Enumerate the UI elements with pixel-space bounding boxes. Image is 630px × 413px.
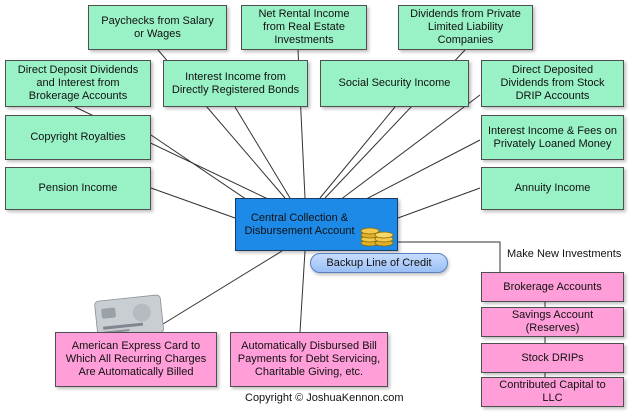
llc-dividends-node: Dividends from Private Limited Liability… xyxy=(398,5,533,50)
annuity-income-node: Annuity Income xyxy=(481,167,624,210)
llc-capital-label: Contributed Capital to LLC xyxy=(499,379,606,404)
stock-drips-node: Stock DRIPs xyxy=(481,343,624,373)
make-new-investments-label: Make New Investments xyxy=(507,248,622,260)
brokerage-accounts-node: Brokerage Accounts xyxy=(481,272,624,302)
stock-drips-label: Stock DRIPs xyxy=(521,351,584,364)
llc-dividends-label: Dividends from Private Limited Liability… xyxy=(410,8,521,46)
central-account-label: Central Collection & Disbursement Accoun… xyxy=(244,211,355,237)
brokerage-dividends-node: Direct Deposit Dividends and Interest fr… xyxy=(5,60,151,107)
pension-income-label: Pension Income xyxy=(38,182,118,194)
drip-dividends-label: Direct Deposited Dividends from Stock DR… xyxy=(500,64,605,102)
credit-card-icon xyxy=(94,294,164,340)
savings-account-node: Savings Account (Reserves) xyxy=(481,307,624,337)
brokerage-accounts-label: Brokerage Accounts xyxy=(503,280,602,293)
private-loans-node: Interest Income & Fees on Privately Loan… xyxy=(481,115,624,160)
bill-payments-label: Automatically Disbursed Bill Payments fo… xyxy=(237,340,381,378)
drip-dividends-node: Direct Deposited Dividends from Stock DR… xyxy=(481,60,624,107)
rental-income-node: Net Rental Income from Real Estate Inves… xyxy=(241,5,367,50)
credit-line-label: Backup Line of Credit xyxy=(326,257,432,269)
brokerage-dividends-label: Direct Deposit Dividends and Interest fr… xyxy=(17,64,139,102)
copyright-royalties-node: Copyright Royalties xyxy=(5,115,151,160)
savings-account-label: Savings Account (Reserves) xyxy=(511,309,594,334)
bill-payments-node: Automatically Disbursed Bill Payments fo… xyxy=(230,332,388,387)
amex-card-node: American Express Card to Which All Recur… xyxy=(55,332,217,387)
central-account-node: Central Collection & Disbursement Accoun… xyxy=(235,198,398,251)
credit-line-pill: Backup Line of Credit xyxy=(310,253,448,273)
social-security-label: Social Security Income xyxy=(338,77,451,89)
paychecks-label: Paychecks from Salary or Wages xyxy=(101,14,214,40)
copyright-royalties-label: Copyright Royalties xyxy=(30,131,126,143)
copyright-footer: Copyright © JoshuaKennon.com xyxy=(245,392,404,404)
amex-card-label: American Express Card to Which All Recur… xyxy=(65,340,207,378)
bonds-interest-label: Interest Income from Directly Registered… xyxy=(171,70,300,96)
bonds-interest-node: Interest Income from Directly Registered… xyxy=(163,60,308,107)
annuity-income-label: Annuity Income xyxy=(514,182,591,194)
pension-income-node: Pension Income xyxy=(5,167,151,210)
social-security-node: Social Security Income xyxy=(320,60,469,107)
rental-income-label: Net Rental Income from Real Estate Inves… xyxy=(258,8,350,46)
coin-stack-icon xyxy=(360,227,394,247)
llc-capital-node: Contributed Capital to LLC xyxy=(481,377,624,407)
private-loans-label: Interest Income & Fees on Privately Loan… xyxy=(488,124,618,150)
paychecks-node: Paychecks from Salary or Wages xyxy=(88,5,227,50)
